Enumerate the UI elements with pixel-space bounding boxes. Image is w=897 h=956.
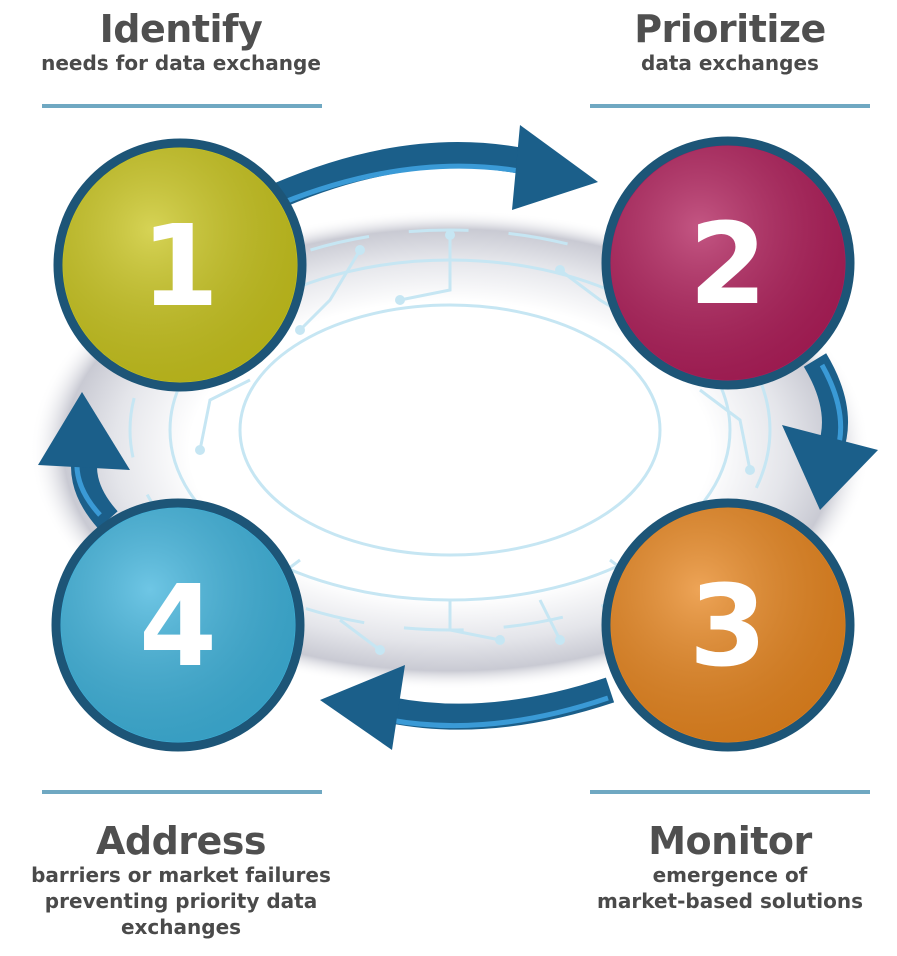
step-2-label: Prioritize data exchanges [560,8,897,76]
step-3-title: Monitor [648,819,812,863]
rule-bottom-left [42,790,322,794]
step-1-label: Identify needs for data exchange [0,8,362,76]
step-1-title: Identify [99,7,263,51]
arrow-4-to-1 [38,392,130,529]
rule-bottom-right [590,790,870,794]
step-4-subtitle-line-3: exchanges [120,915,242,939]
step-4-title: Address [95,819,267,863]
step-3-label: Monitor emergence of market-based soluti… [560,820,897,914]
step-4-subtitle-line-2: preventing priority data [44,889,318,913]
arrow-1-to-2 [274,125,598,210]
step-4-subtitle-line-1: barriers or market failures [31,863,331,887]
arrow-2-to-3 [782,353,878,510]
step-2-circle: 2 [601,136,855,390]
rule-top-right [590,104,870,108]
step-2-title: Prioritize [634,7,826,51]
rule-top-left [42,104,322,108]
step-4-label: Address barriers or market failures prev… [0,820,362,940]
arrow-3-to-4 [320,665,615,750]
step-3-circle: 3 [601,498,855,752]
step-4-number: 4 [139,562,217,692]
step-1-number: 1 [141,202,219,332]
step-1-subtitle: needs for data exchange [41,51,321,75]
step-3-subtitle-line-1: emergence of [652,863,808,887]
step-4-circle: 4 [51,498,305,752]
step-1-circle: 1 [53,138,307,392]
step-3-subtitle-line-2: market-based solutions [597,889,863,913]
step-2-subtitle: data exchanges [641,51,819,75]
step-3-number: 3 [689,562,767,692]
step-2-number: 2 [689,200,767,330]
